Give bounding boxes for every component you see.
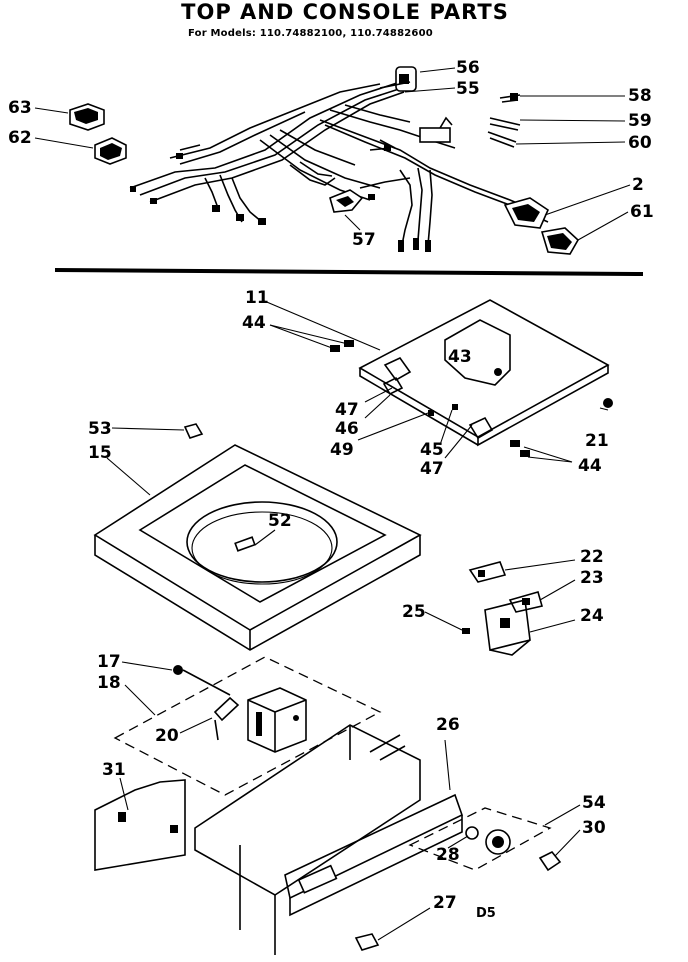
callout-15: 15 xyxy=(88,443,112,463)
callout-30: 30 xyxy=(582,818,606,838)
callout-52: 52 xyxy=(268,511,292,531)
connector-57 xyxy=(329,189,364,213)
terminal-59 xyxy=(489,117,521,131)
callout-45: 45 xyxy=(420,440,444,460)
screw-53 xyxy=(183,423,204,439)
callout-17: 17 xyxy=(97,652,121,672)
knob-30 xyxy=(538,850,562,872)
callout-46: 46 xyxy=(335,419,359,439)
callout-25: 25 xyxy=(402,602,426,622)
connector-63 xyxy=(69,103,105,131)
callout-22: 22 xyxy=(580,547,604,567)
callout-47-left: 47 xyxy=(335,400,359,420)
spring-28 xyxy=(465,826,479,840)
hinge-44-upper xyxy=(330,340,354,352)
rear-panel-31 xyxy=(94,779,186,871)
callout-60: 60 xyxy=(628,133,652,153)
control-panel-26 xyxy=(284,793,463,917)
hinge-44-lower xyxy=(510,440,530,457)
connector-55 xyxy=(379,81,411,89)
callout-11: 11 xyxy=(245,288,269,308)
callout-27: 27 xyxy=(433,893,457,913)
diagram-code: D5 xyxy=(476,906,496,921)
callout-31: 31 xyxy=(102,760,126,780)
callout-55: 55 xyxy=(456,79,480,99)
callout-44-upper: 44 xyxy=(242,313,266,333)
callout-61: 61 xyxy=(630,202,654,222)
callout-62: 62 xyxy=(8,128,32,148)
connector-61 xyxy=(540,227,580,255)
connector-56 xyxy=(395,66,417,92)
callout-28: 28 xyxy=(436,845,460,865)
callout-21: 21 xyxy=(585,431,609,451)
bracket-24 xyxy=(484,599,531,656)
leader-lines xyxy=(34,67,631,941)
callout-43: 43 xyxy=(448,347,472,367)
callout-24: 24 xyxy=(580,606,604,626)
terminal-58 xyxy=(499,93,521,103)
callout-59: 59 xyxy=(628,111,652,131)
callout-58: 58 xyxy=(628,86,652,106)
bracket-23 xyxy=(508,591,544,613)
timer-20 xyxy=(213,696,240,741)
callout-18: 18 xyxy=(97,673,121,693)
callout-2: 2 xyxy=(632,175,644,195)
clip-45 xyxy=(452,404,458,410)
clip-49 xyxy=(428,410,434,416)
console-backguard xyxy=(358,299,610,447)
callout-20: 20 xyxy=(155,726,179,746)
callout-26: 26 xyxy=(436,715,460,735)
section-divider xyxy=(54,268,644,276)
callout-47-right: 47 xyxy=(420,459,444,479)
callout-44-lower: 44 xyxy=(578,456,602,476)
screw-25 xyxy=(462,628,470,634)
connector-62 xyxy=(94,137,127,165)
callout-56: 56 xyxy=(456,58,480,78)
callout-53: 53 xyxy=(88,419,112,439)
console-housing xyxy=(113,656,421,955)
screw-17 xyxy=(173,665,231,696)
timer-motor xyxy=(247,687,307,753)
wiring-harness xyxy=(129,81,549,252)
model-numbers: For Models: 110.74882100, 110.74882600 xyxy=(188,28,433,39)
screw-21 xyxy=(603,398,613,408)
callout-49: 49 xyxy=(330,440,354,460)
terminal-60 xyxy=(487,131,517,148)
foot-27 xyxy=(354,933,380,951)
top-panel xyxy=(93,444,422,651)
diagram-title: TOP AND CONSOLE PARTS xyxy=(181,0,509,24)
callout-57: 57 xyxy=(352,230,376,250)
callout-23: 23 xyxy=(580,568,604,588)
knob-assembly-54 xyxy=(408,807,552,871)
callout-63: 63 xyxy=(8,98,32,118)
callout-54: 54 xyxy=(582,793,606,813)
bracket-22 xyxy=(468,561,507,583)
connector-2 xyxy=(503,197,550,229)
